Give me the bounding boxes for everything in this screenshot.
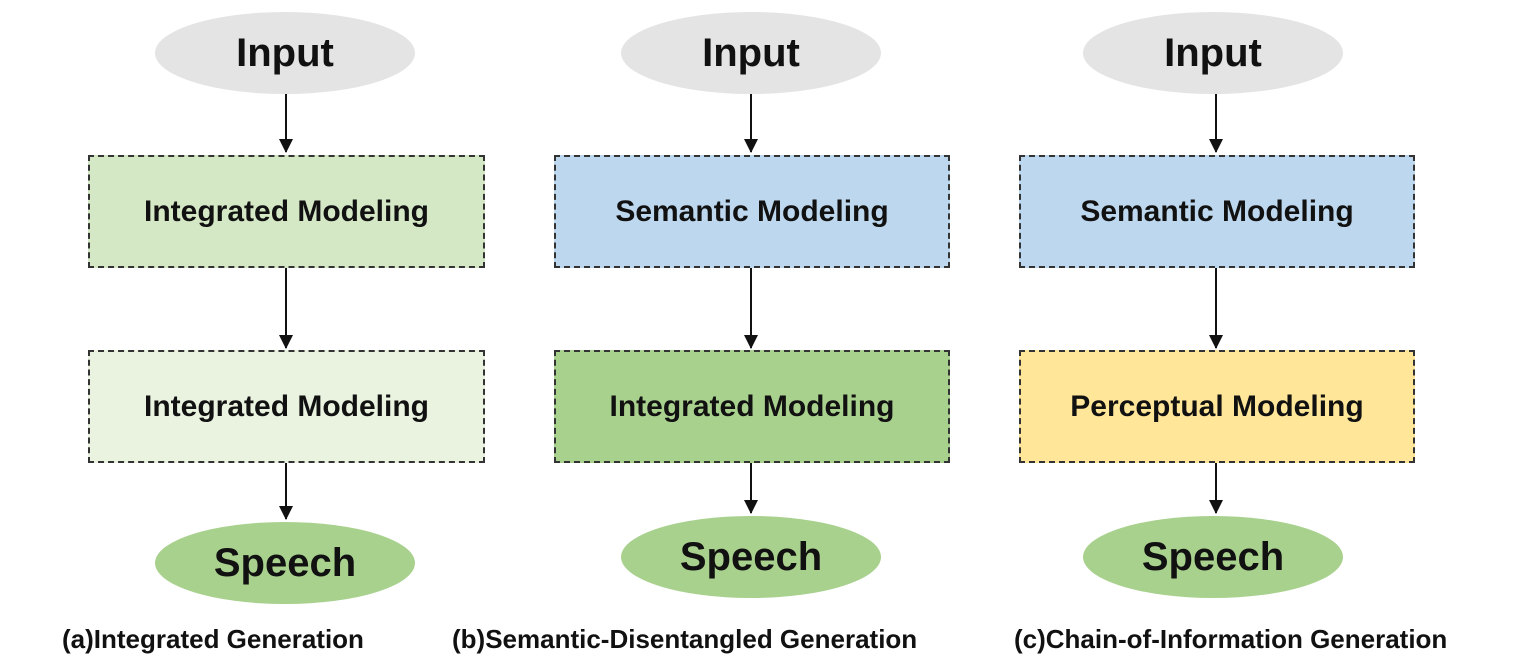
caption-c: (c)Chain-of-Information Generation [1014,624,1448,654]
stage1-semantic-modeling-box: Semantic Modeling [1019,155,1415,268]
arrow-input-to-stage1 [744,94,758,153]
arrow-input-to-stage1 [279,94,293,153]
arrow-stage2-to-output [1209,463,1223,514]
speech-output-node: Speech [1083,516,1343,598]
stage2-perceptual-modeling-box: Perceptual Modeling [1019,350,1415,463]
arrow-input-to-stage1 [1209,94,1223,153]
input-node: Input [155,12,415,94]
arrow-stage2-to-output [279,463,293,520]
speech-output-node: Speech [621,516,881,598]
stage1-integrated-modeling-box: Integrated Modeling [88,155,485,268]
arrow-stage1-to-stage2 [744,268,758,349]
stage2-integrated-modeling-box: Integrated Modeling [88,350,485,463]
input-node: Input [1083,12,1343,94]
stage1-semantic-modeling-box: Semantic Modeling [554,155,950,268]
arrow-stage2-to-output [744,463,758,514]
speech-output-node: Speech [155,522,415,604]
stage2-integrated-modeling-box: Integrated Modeling [554,350,950,463]
arrow-stage1-to-stage2 [1209,268,1223,349]
caption-b: (b)Semantic-Disentangled Generation [452,624,918,654]
input-node: Input [621,12,881,94]
caption-a: (a)Integrated Generation [62,624,364,654]
arrow-stage1-to-stage2 [279,268,293,349]
